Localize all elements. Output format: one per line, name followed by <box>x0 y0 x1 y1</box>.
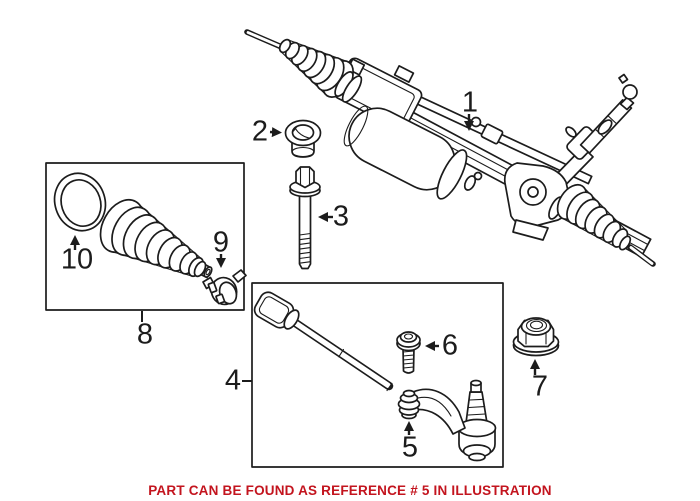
callout-label-4: 4 <box>224 364 242 397</box>
callout-label-5: 5 <box>401 431 419 464</box>
callout-arrows <box>69 114 541 435</box>
inner-tie-rod-drawing <box>253 291 394 392</box>
callout-label-10: 10 <box>60 243 94 276</box>
callout-label-8: 8 <box>136 318 154 351</box>
callout-label-7: 7 <box>531 370 549 403</box>
callout-label-1: 1 <box>461 86 479 119</box>
caption-text: PART CAN BE FOUND AS REFERENCE # 5 IN IL… <box>148 483 552 498</box>
rack-mount-bolt-drawing <box>289 166 321 270</box>
boot-kit-box <box>45 162 247 311</box>
callout-label-9: 9 <box>212 226 230 259</box>
boot-clamp-drawing <box>202 269 247 306</box>
boot-clamp-ring-drawing <box>53 172 107 232</box>
callout-label-6: 6 <box>441 329 459 362</box>
tie-rod-end-bolt-drawing <box>396 331 421 374</box>
tie-rod-assembly-box <box>251 282 504 468</box>
outer-tie-rod-end-drawing <box>397 379 497 462</box>
mount-bushing-drawing <box>284 119 322 158</box>
callout-label-2: 2 <box>251 115 269 148</box>
lock-nut-drawing <box>512 317 560 357</box>
bellows-boot-drawing <box>99 198 213 279</box>
callout-arrow-2 <box>269 127 283 138</box>
callout-label-3: 3 <box>332 200 350 233</box>
steering-gear-assembly-drawing <box>244 29 656 267</box>
